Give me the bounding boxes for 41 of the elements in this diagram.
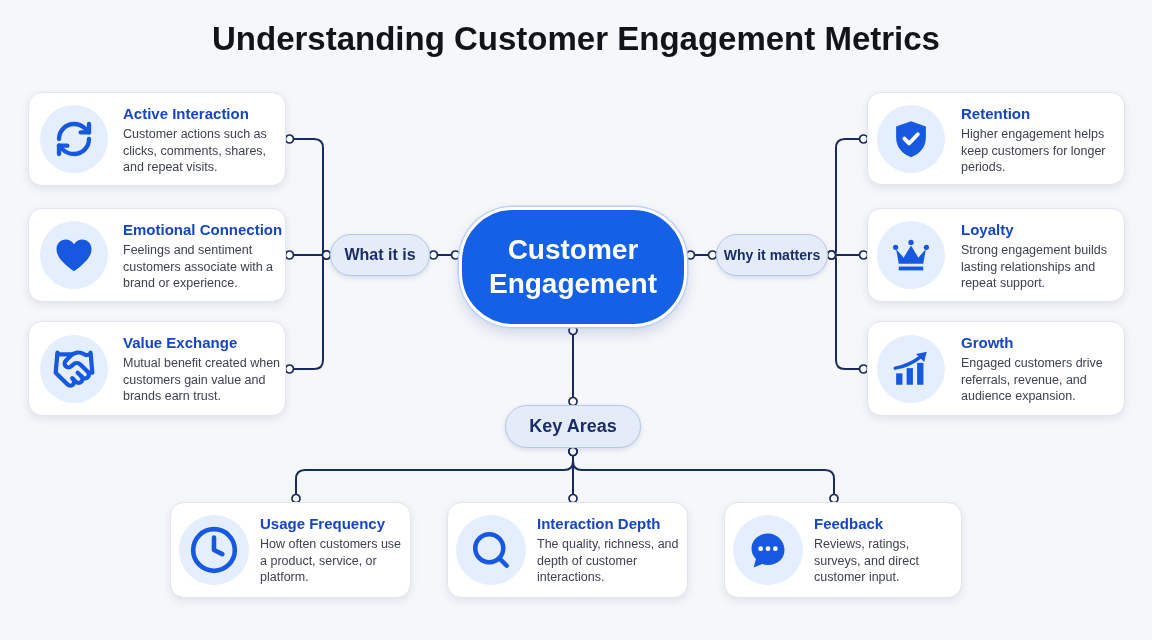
card-description: Strong engagement builds lasting relationships and repeat support. [961, 242, 1108, 292]
info-card [447, 502, 688, 598]
info-card [867, 208, 1125, 302]
connector-line [826, 250, 869, 374]
connector-line [284, 250, 332, 374]
connector-line [685, 250, 718, 260]
branch-pill [330, 234, 430, 276]
card-heading: Loyalty [961, 220, 1015, 240]
card-heading: Usage Frequency [260, 514, 387, 534]
branch-label: Key Areas [529, 415, 617, 438]
info-card [867, 321, 1125, 416]
branch-label: What it is [344, 245, 416, 265]
card-description: Reviews, ratings, surveys, and direct customer input. [814, 536, 920, 586]
info-card [724, 502, 962, 598]
card-description: Higher engagement helps keep customers for longer periods. [961, 126, 1107, 176]
card-heading: Interaction Depth [537, 514, 662, 534]
topic-title: Customer Engagement [488, 233, 658, 301]
card-description: The quality, richness, and depth of customer interactions. [537, 536, 680, 586]
card-heading: Emotional Connection [123, 220, 283, 240]
info-card [28, 92, 286, 186]
card-heading: Active Interaction [123, 104, 250, 124]
branch-pill [716, 234, 828, 276]
info-card [28, 208, 286, 302]
card-description: Mutual benefit created when customers gain value and brands earn trust. [123, 355, 282, 405]
card-description: How often customers use a product, service, or platform. [260, 536, 403, 586]
info-card [170, 502, 411, 598]
card-heading: Retention [961, 104, 1032, 124]
branch-label: Why it matters [723, 246, 821, 264]
card-heading: Feedback [814, 514, 885, 534]
card-description: Customer actions such as clicks, comments, shares, and repeat visits. [123, 126, 268, 176]
page-title: Understanding Customer Engagement Metrics [212, 19, 940, 59]
central-topic [459, 207, 687, 327]
card-heading: Growth [961, 333, 1015, 353]
connector-line [428, 250, 461, 260]
card-heading: Value Exchange [123, 333, 239, 353]
connector-line [568, 446, 839, 504]
card-description: Feelings and sentiment customers associate with a brand or experience. [123, 242, 275, 292]
branch-pill [505, 405, 641, 448]
info-card [867, 92, 1125, 185]
card-description: Engaged customers drive referrals, revenue, and audience expansion. [961, 355, 1104, 405]
info-card [28, 321, 286, 416]
